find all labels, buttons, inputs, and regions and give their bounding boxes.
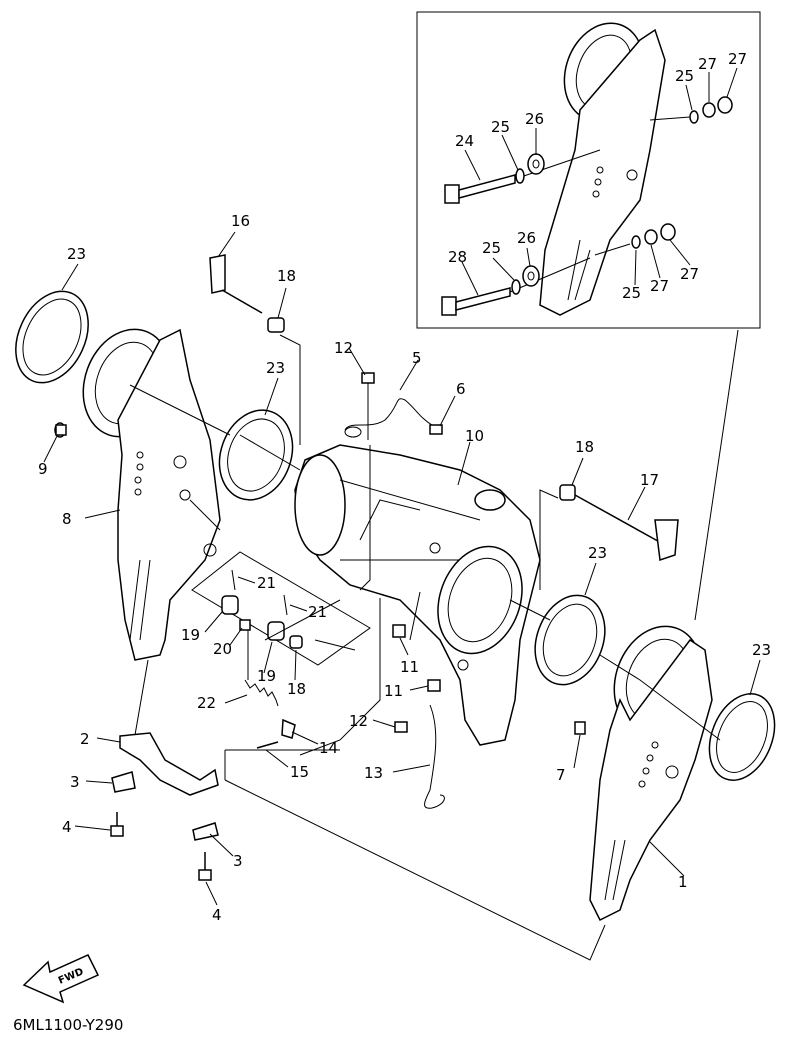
callout-6: 6 — [456, 380, 466, 398]
callout-9: 9 — [38, 460, 48, 478]
inset-detail-box — [416, 11, 761, 329]
callout-27a: 27 — [698, 55, 717, 73]
callout-28: 28 — [448, 248, 467, 266]
callout-26a: 26 — [525, 110, 544, 128]
callout-labels: 1 2 3 3 4 4 5 6 7 8 9 10 11 11 12 12 13 … — [38, 50, 771, 924]
part-9-nut — [54, 422, 67, 438]
part-12-bolt-top — [361, 372, 375, 440]
fwd-arrow-icon: FWD — [22, 954, 100, 1004]
part-22-spring — [244, 679, 279, 707]
part-17-pin — [574, 494, 679, 562]
callout-4b: 4 — [212, 906, 222, 924]
callout-26b: 26 — [517, 229, 536, 247]
callout-4a: 4 — [62, 818, 72, 836]
inset-nut-27c — [644, 229, 658, 245]
part-19-holder-b — [267, 621, 285, 641]
inset-washer-25b — [689, 110, 699, 124]
inset-bolt-28 — [441, 257, 591, 316]
callout-18b: 18 — [575, 438, 594, 456]
callout-3a: 3 — [70, 773, 80, 791]
part-15-bolt — [256, 741, 279, 749]
callout-27c: 27 — [650, 277, 669, 295]
callout-21b: 21 — [308, 603, 327, 621]
callout-23c: 23 — [588, 544, 607, 562]
callout-20: 20 — [213, 640, 232, 658]
part-19-holder-a — [221, 595, 239, 615]
callout-21a: 21 — [257, 574, 276, 592]
callout-12a: 12 — [334, 339, 353, 357]
callout-2: 2 — [80, 730, 90, 748]
inset-washer-26b — [522, 265, 540, 287]
assembly-lines — [129, 334, 721, 961]
callout-18a: 18 — [277, 267, 296, 285]
inset-nut-27d — [660, 223, 676, 241]
inset-washer-25d — [631, 235, 641, 249]
callout-19a: 19 — [181, 626, 200, 644]
inset-nut-27b — [717, 96, 733, 114]
callout-25b: 25 — [675, 67, 694, 85]
callout-leaders — [43, 231, 761, 906]
part-6-bolt — [429, 424, 443, 435]
drawing-code: 6ML1100-Y290 — [13, 1016, 123, 1034]
part-16-pin — [209, 254, 263, 314]
callout-10: 10 — [465, 427, 484, 445]
inset-leader-line — [694, 329, 739, 621]
callout-18c: 18 — [287, 680, 306, 698]
part-18-collar-right — [559, 484, 576, 501]
callout-25a: 25 — [491, 118, 510, 136]
callout-25d: 25 — [622, 284, 641, 302]
callout-22: 22 — [197, 694, 216, 712]
inset-nut-27a — [702, 102, 716, 118]
part-14-clip — [281, 718, 296, 739]
part-18-collar-top — [267, 317, 285, 333]
part-21-pin-b — [283, 594, 288, 616]
part-23-ring-right-inner — [534, 594, 606, 686]
callout-24: 24 — [455, 132, 474, 150]
callout-11a: 11 — [400, 658, 419, 676]
part-3-plate-a — [111, 771, 136, 793]
callout-5: 5 — [412, 349, 422, 367]
callout-1: 1 — [678, 873, 688, 891]
part-11-bolt-a — [392, 624, 406, 638]
part-1-bracket-right — [589, 625, 713, 922]
callout-19b: 19 — [257, 667, 276, 685]
callout-16: 16 — [231, 212, 250, 230]
inset-washer-26a — [527, 153, 545, 175]
inset-washer-25a — [515, 168, 525, 184]
callout-12b: 12 — [349, 712, 368, 730]
part-13-wire — [424, 704, 445, 809]
callout-15: 15 — [290, 763, 309, 781]
callout-8: 8 — [62, 510, 72, 528]
callout-7: 7 — [556, 766, 566, 784]
callout-13: 13 — [364, 764, 383, 782]
callout-23d: 23 — [752, 641, 771, 659]
inset-bolt-24 — [444, 149, 601, 204]
callout-27d: 27 — [680, 265, 699, 283]
part-23-ring-middle — [218, 409, 294, 501]
callout-17: 17 — [640, 471, 659, 489]
part-12-bolt-lower — [394, 721, 408, 733]
callout-11b: 11 — [384, 682, 403, 700]
part-21-pin-a — [231, 569, 236, 591]
part-23-ring-left — [15, 290, 89, 384]
part-8-bracket-left — [82, 328, 221, 661]
callout-3b: 3 — [233, 852, 243, 870]
callout-23a: 23 — [67, 245, 86, 263]
inset-washer-25c — [511, 279, 521, 295]
part-23-ring-right-outer — [708, 693, 776, 781]
part-20-spacer — [239, 619, 251, 631]
part-18-collar-lower — [289, 635, 303, 649]
part-10-housing — [294, 444, 541, 746]
callout-25c: 25 — [482, 239, 501, 257]
callout-14: 14 — [319, 739, 338, 757]
callout-27b: 27 — [728, 50, 747, 68]
part-11-bolt-b — [427, 679, 441, 692]
inset-bracket — [539, 22, 666, 316]
part-5-wire-top — [344, 398, 433, 438]
callout-23b: 23 — [266, 359, 285, 377]
part-2-stay — [119, 732, 219, 796]
part-7-nut — [574, 721, 586, 735]
